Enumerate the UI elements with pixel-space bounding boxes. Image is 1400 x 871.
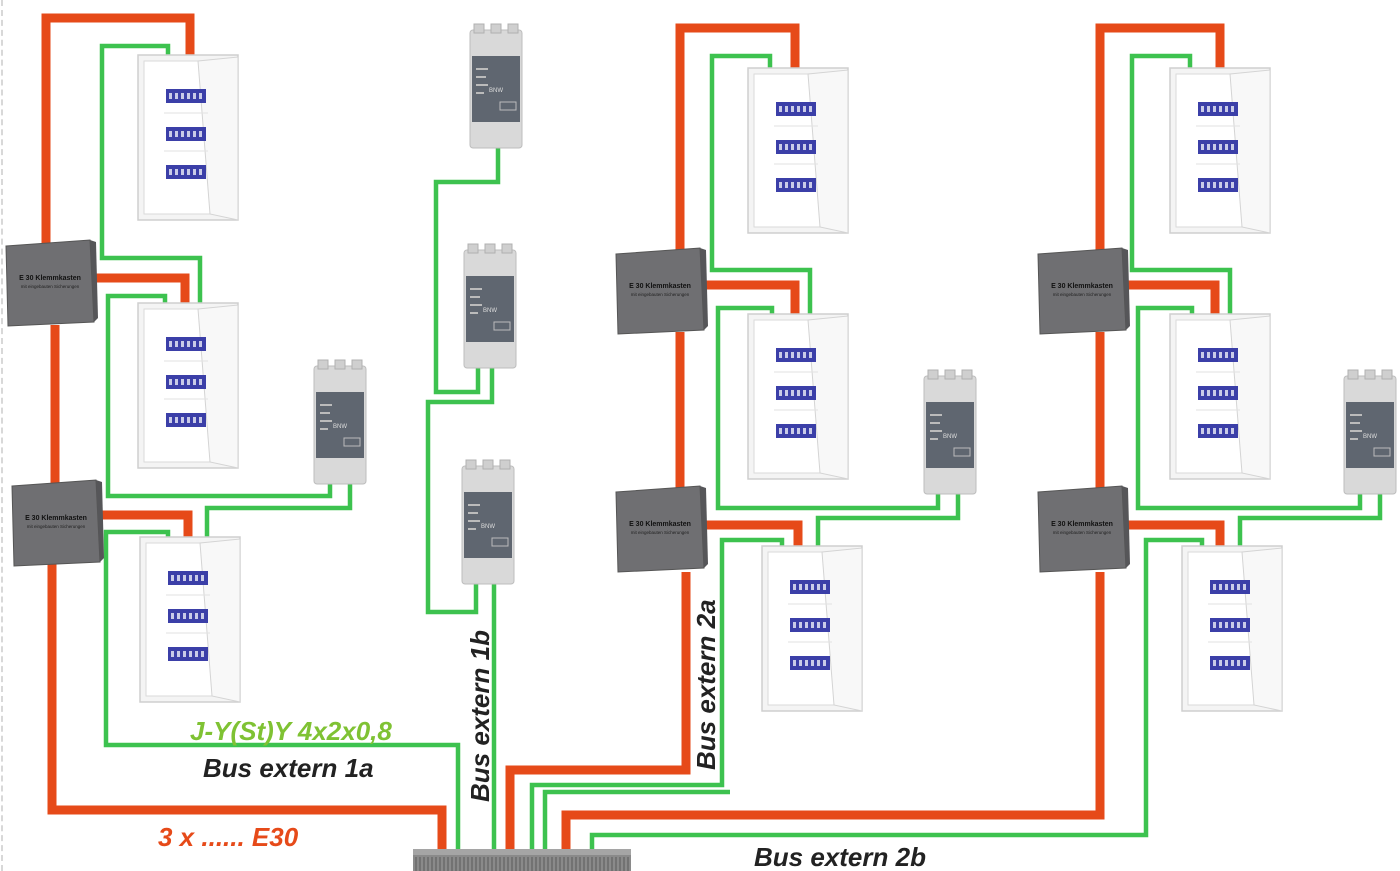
junction-box-icon: [11, 479, 105, 567]
coupler-label: BNW: [333, 424, 347, 430]
line-coupler-icon: [469, 23, 523, 149]
line-coupler-3: BNW: [461, 459, 515, 585]
junction-box-title: E 30 Klemmkasten: [629, 283, 691, 290]
line-coupler-icon: [923, 369, 977, 495]
distribution-cabinet-icon: [747, 67, 849, 234]
line-coupler-2: BNW: [463, 243, 517, 369]
e30-wires: [41, 13, 1225, 850]
junction-box-subtitle: mit eingebauten Sicherungen: [21, 284, 80, 289]
junction-box-5: E 30 Klemmkasten mit eingebauten Sicheru…: [1037, 247, 1131, 335]
distribution-cabinet-icon: [137, 302, 239, 469]
coupler-label: BNW: [483, 308, 497, 314]
junction-box-subtitle: mit eingebauten Sicherungen: [27, 524, 86, 529]
junction-box-title: E 30 Klemmkasten: [1051, 521, 1113, 528]
terminal-strip-icon: [413, 849, 631, 871]
distribution-cabinet-icon: [1181, 545, 1283, 712]
line-couplers: BNW BNW BNW BNW BNW BNW: [313, 23, 1397, 585]
junction-box-subtitle: mit eingebauten Sicherungen: [631, 292, 690, 297]
coupler-label: BNW: [943, 434, 957, 440]
junction-box-icon: [1037, 247, 1131, 335]
junction-box-icon: [615, 247, 709, 335]
line-coupler-icon: [1343, 369, 1397, 495]
junction-box-1: E 30 Klemmkasten mit eingebauten Sicheru…: [5, 239, 99, 327]
line-coupler-4: BNW: [313, 359, 367, 485]
bus-2b-label: Bus extern 2b: [754, 842, 926, 871]
junction-box-title: E 30 Klemmkasten: [629, 521, 691, 528]
distribution-cabinet-icon: [1169, 67, 1271, 234]
junction-box-title: E 30 Klemmkasten: [19, 275, 81, 282]
e30-cables-label: 3 x ...... E30: [158, 822, 299, 852]
junction-box-3: E 30 Klemmkasten mit eingebauten Sicheru…: [615, 247, 709, 335]
coupler-label: BNW: [481, 524, 495, 530]
junction-box-subtitle: mit eingebauten Sicherungen: [1053, 530, 1112, 535]
bus-1b-label: Bus extern 1b: [465, 630, 495, 802]
junction-box-icon: [1037, 485, 1131, 573]
junction-boxes: E 30 Klemmkasten mit eingebauten Sicheru…: [5, 239, 1131, 573]
distribution-cabinet-icon: [137, 54, 239, 221]
coupler-label: BNW: [1363, 434, 1377, 440]
line-coupler-5: BNW: [923, 369, 977, 495]
junction-box-icon: [5, 239, 99, 327]
junction-box-subtitle: mit eingebauten Sicherungen: [631, 530, 690, 535]
bus-wires: [99, 43, 1383, 850]
junction-box-title: E 30 Klemmkasten: [25, 515, 87, 522]
bus-1a-label: Bus extern 1a: [203, 753, 374, 783]
junction-box-6: E 30 Klemmkasten mit eingebauten Sicheru…: [1037, 485, 1131, 573]
line-coupler-icon: [461, 459, 515, 585]
junction-box-title: E 30 Klemmkasten: [1051, 283, 1113, 290]
coupler-label: BNW: [489, 88, 503, 94]
cable-type-label: J-Y(St)Y 4x2x0,8: [190, 716, 392, 746]
line-coupler-1: BNW: [469, 23, 523, 149]
distribution-cabinet-icon: [747, 313, 849, 480]
left-dashed-edge: [1, 0, 3, 871]
bus-2a-label: Bus extern 2a: [691, 599, 721, 770]
junction-box-4: E 30 Klemmkasten mit eingebauten Sicheru…: [615, 485, 709, 573]
line-coupler-icon: [463, 243, 517, 369]
distribution-cabinet-icon: [139, 536, 241, 703]
line-coupler-6: BNW: [1343, 369, 1397, 495]
distribution-cabinet-icon: [1169, 313, 1271, 480]
junction-box-icon: [615, 485, 709, 573]
distribution-cabinet-icon: [761, 545, 863, 712]
junction-box-2: E 30 Klemmkasten mit eingebauten Sicheru…: [11, 479, 105, 567]
line-coupler-icon: [313, 359, 367, 485]
junction-box-subtitle: mit eingebauten Sicherungen: [1053, 292, 1112, 297]
